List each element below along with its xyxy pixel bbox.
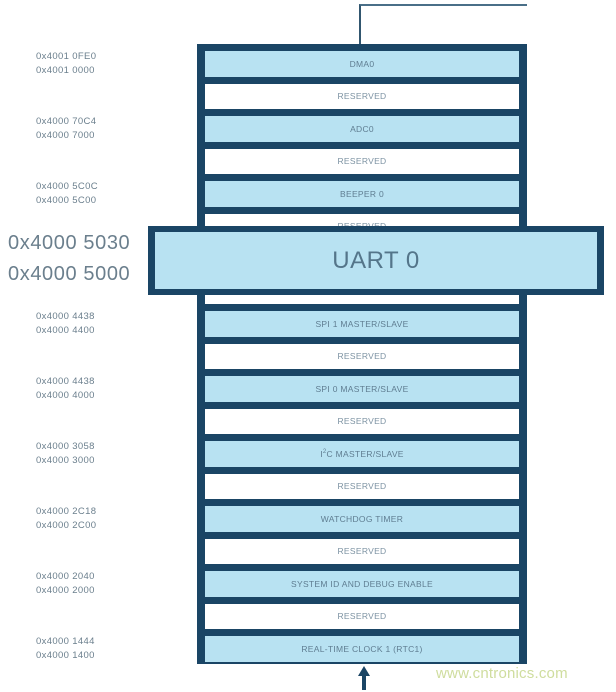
memory-row-reserved[interactable]: RESERVED xyxy=(205,539,519,564)
memory-row-reserved[interactable]: RESERVED xyxy=(205,409,519,434)
address-high: 0x4000 70C4 xyxy=(36,116,97,127)
bottom-arrow-icon xyxy=(358,666,370,690)
memory-row[interactable]: REAL-TIME CLOCK 1 (RTC1) xyxy=(205,636,519,662)
address-low: 0x4000 2C00 xyxy=(36,519,97,531)
address-high: 0x4001 0FE0 xyxy=(36,51,97,62)
uart-callout-inner: UART 0 xyxy=(155,232,597,289)
memory-row-label: RESERVED xyxy=(337,546,387,557)
address-high: 0x4000 3058 xyxy=(36,441,95,452)
memory-row-label: I2C MASTER/SLAVE xyxy=(320,448,404,459)
memory-row[interactable]: SYSTEM ID AND DEBUG ENABLE xyxy=(205,571,519,597)
memory-row-reserved[interactable]: RESERVED xyxy=(205,84,519,109)
address-low: 0x4000 7000 xyxy=(36,129,95,141)
address-low: 0x4000 4400 xyxy=(36,324,95,336)
memory-row-label: RESERVED xyxy=(337,481,387,492)
memory-row[interactable]: DMA0 xyxy=(205,51,519,77)
memory-row-label: RESERVED xyxy=(337,156,387,167)
memory-row[interactable]: SPI 1 MASTER/SLAVE xyxy=(205,311,519,337)
memory-row-reserved[interactable]: RESERVED xyxy=(205,604,519,629)
address-label: 0x4000 2040 0x4000 2000 xyxy=(36,570,216,597)
memory-row-label: REAL-TIME CLOCK 1 (RTC1) xyxy=(301,643,423,654)
address-high: 0x4000 4438 xyxy=(36,376,95,387)
memory-row[interactable]: ADC0 xyxy=(205,116,519,142)
address-label: 0x4000 4438 0x4000 4400 xyxy=(36,310,216,337)
top-bracket-line xyxy=(359,4,527,45)
memory-row-label: BEEPER 0 xyxy=(340,188,384,199)
memory-row-label: SPI 0 MASTER/SLAVE xyxy=(315,383,409,394)
address-low: 0x4000 2000 xyxy=(36,584,95,596)
watermark: www.cntronics.com xyxy=(436,665,568,682)
memory-row-label: SPI 1 MASTER/SLAVE xyxy=(315,318,409,329)
address-label: 0x4000 4438 0x4000 4000 xyxy=(36,375,216,402)
address-label: 0x4000 2C18 0x4000 2C00 xyxy=(36,505,216,532)
uart-callout-address: 0x4000 5030 0x4000 5000 xyxy=(8,228,130,290)
memory-row-label: SYSTEM ID AND DEBUG ENABLE xyxy=(291,578,433,589)
address-high: 0x4000 2C18 xyxy=(36,506,97,517)
address-high: 0x4000 4438 xyxy=(36,311,95,322)
address-label: 0x4000 3058 0x4000 3000 xyxy=(36,440,216,467)
address-low: 0x4001 0000 xyxy=(36,64,95,76)
address-label: 0x4000 5C0C 0x4000 5C00 xyxy=(36,180,216,207)
memory-row-label: RESERVED xyxy=(337,91,387,102)
memory-row[interactable]: WATCHDOG TIMER xyxy=(205,506,519,532)
address-high: 0x4000 5C0C xyxy=(36,181,98,192)
memory-row[interactable]: SPI 0 MASTER/SLAVE xyxy=(205,376,519,402)
memory-row-label: RESERVED xyxy=(337,416,387,427)
memory-row-label: WATCHDOG TIMER xyxy=(320,513,404,524)
memory-row[interactable]: I2C MASTER/SLAVE xyxy=(205,441,519,467)
memory-row-label: DMA0 xyxy=(349,58,375,69)
address-high: 0x4000 2040 xyxy=(36,571,95,582)
address-label: 0x4000 1444 0x4000 1400 xyxy=(36,635,216,662)
address-low: 0x4000 3000 xyxy=(36,454,95,466)
memory-row-reserved[interactable]: RESERVED xyxy=(205,149,519,174)
memory-row-reserved[interactable]: RESERVED xyxy=(205,474,519,499)
memory-row-label: RESERVED xyxy=(337,351,387,362)
memory-row-label: RESERVED xyxy=(337,611,387,622)
address-label: 0x4001 0FE0 0x4001 0000 xyxy=(36,50,216,77)
address-low: 0x4000 5C00 xyxy=(36,194,97,206)
uart-callout-label: UART 0 xyxy=(332,246,420,274)
memory-row[interactable]: BEEPER 0 xyxy=(205,181,519,207)
address-low: 0x4000 4000 xyxy=(36,389,95,401)
memory-row-reserved[interactable]: RESERVED xyxy=(205,344,519,369)
uart-callout-address-high: 0x4000 5030 xyxy=(8,232,131,254)
address-label: 0x4000 70C4 0x4000 7000 xyxy=(36,115,216,142)
uart-callout-address-low: 0x4000 5000 xyxy=(8,263,131,285)
address-low: 0x4000 1400 xyxy=(36,649,95,661)
memory-row-label: ADC0 xyxy=(350,123,374,134)
uart-callout-box[interactable]: UART 0 xyxy=(148,226,604,295)
address-high: 0x4000 1444 xyxy=(36,636,95,647)
